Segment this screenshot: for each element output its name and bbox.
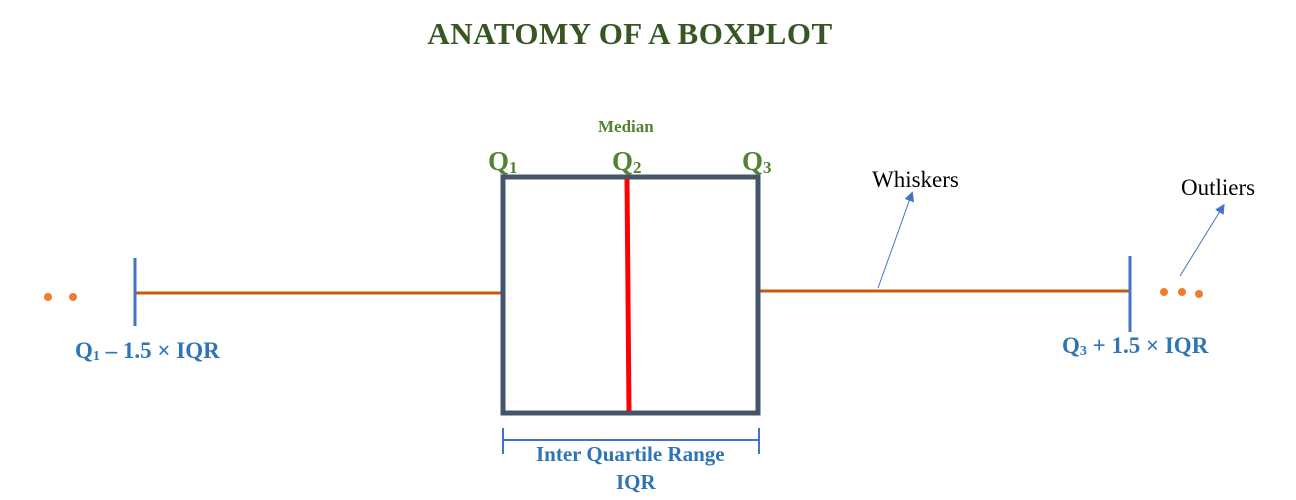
lower-fence-label: Q1 – 1.5 × IQR xyxy=(75,338,220,364)
upper-fence-label: Q3 + 1.5 × IQR xyxy=(1062,333,1209,359)
q2-label: Q2 xyxy=(612,146,642,177)
q3-label: Q3 xyxy=(742,146,772,177)
median-label: Median xyxy=(598,117,654,136)
iqr-abbrev-label: IQR xyxy=(616,470,656,494)
outlier-point xyxy=(44,293,52,301)
outlier-point xyxy=(1195,290,1203,298)
whiskers-arrow xyxy=(877,191,915,289)
page-title: ANATOMY OF A BOXPLOT xyxy=(427,16,833,51)
median-line xyxy=(624,178,632,412)
q1-label: Q1 xyxy=(488,146,518,177)
outlier-point xyxy=(69,293,77,301)
outliers-arrow xyxy=(1179,203,1225,277)
outlier-point xyxy=(1160,288,1168,296)
iqr-label: Inter Quartile Range xyxy=(536,442,725,466)
outliers-label: Outliers xyxy=(1181,175,1256,200)
whiskers-label: Whiskers xyxy=(872,167,959,192)
outlier-point xyxy=(1178,288,1186,296)
